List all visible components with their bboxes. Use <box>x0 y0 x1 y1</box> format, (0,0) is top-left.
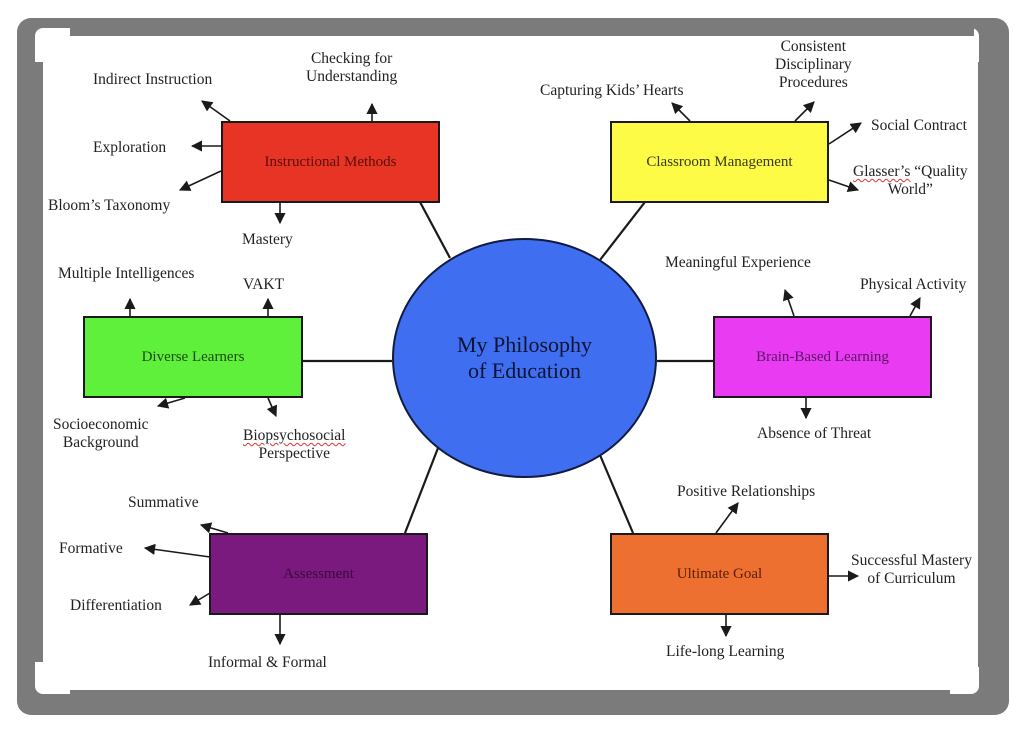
leaf-formative: Formative <box>59 540 123 557</box>
central-topic-line2: of Education <box>467 358 582 383</box>
arrow <box>909 297 921 317</box>
leaf-line: Disciplinary <box>775 56 852 73</box>
arrow <box>715 502 739 534</box>
leaf-checking-for-understanding: Checking for Understanding <box>306 50 397 86</box>
arrow <box>671 102 691 122</box>
leaf-line: Procedures <box>778 74 848 91</box>
leaf-life-long-learning: Life-long Learning <box>666 643 785 660</box>
arrow <box>794 101 815 122</box>
arrow <box>266 397 278 418</box>
leaf-consistent-disciplinary-procedures: Consistent Disciplinary Procedures <box>775 38 852 92</box>
leaf-physical-activity: Physical Activity <box>860 276 967 293</box>
node-label: Diverse Learners <box>141 348 245 365</box>
arrow <box>199 522 229 534</box>
leaf-successful-mastery-of-curriculum: Successful Mastery of Curriculum <box>851 552 972 588</box>
arrow <box>783 288 795 317</box>
arrow <box>178 170 222 191</box>
spoke-classroom <box>599 201 646 261</box>
arrow <box>828 122 862 145</box>
leaf-differentiation: Differentiation <box>70 597 162 614</box>
leaf-line: Perspective <box>258 445 330 462</box>
leaf-line: Background <box>62 434 139 451</box>
leaf-line: “Quality <box>910 163 968 180</box>
leaf-biopsychosocial-perspective: Biopsychosocial Perspective <box>243 427 345 463</box>
node-label: Brain-Based Learning <box>756 348 889 365</box>
leaf-summative: Summative <box>128 494 199 511</box>
frame-notch <box>35 62 43 662</box>
leaf-line: Glasser’s <box>853 163 911 180</box>
leaf-line: Biopsychosocial <box>243 427 346 444</box>
leaf-line: Understanding <box>306 68 398 85</box>
arrow <box>156 397 186 409</box>
leaf-line: Checking for <box>310 50 393 67</box>
arrow <box>828 179 860 193</box>
leaf-positive-relationships: Positive Relationships <box>677 483 816 500</box>
leaf-informal-and-formal: Informal & Formal <box>208 654 327 671</box>
leaf-capturing-kids-hearts: Capturing Kids’ Hearts <box>540 82 684 99</box>
leaf-socioeconomic-background: Socioeconomic Background <box>53 416 149 452</box>
spoke-assessment <box>403 447 440 534</box>
leaf-multiple-intelligences: Multiple Intelligences <box>58 265 195 282</box>
node-brain-based-learning: Brain-Based Learning <box>713 316 932 398</box>
leaf-vakt: VAKT <box>243 276 285 293</box>
node-label: Assessment <box>283 565 354 582</box>
node-classroom-management: Classroom Management <box>610 121 829 203</box>
frame-right-edge <box>978 62 1009 667</box>
leaf-line: World” <box>887 181 933 198</box>
arrow <box>201 100 231 122</box>
node-label: Instructional Methods <box>264 153 397 170</box>
central-topic: My Philosophy of Education <box>392 238 657 478</box>
frame-notch <box>70 28 974 36</box>
central-topic-line1: My Philosophy <box>456 332 593 357</box>
leaf-absence-of-threat: Absence of Threat <box>757 425 872 442</box>
leaf-social-contract: Social Contract <box>871 117 967 134</box>
spoke-goal <box>598 454 635 534</box>
leaf-line: Successful Mastery <box>851 552 972 569</box>
node-label: Classroom Management <box>646 153 793 170</box>
leaf-line: of Curriculum <box>867 570 956 587</box>
leaf-glassers-quality-world: Glasser’s “Quality World” <box>853 163 968 199</box>
leaf-line: Socioeconomic <box>53 416 149 433</box>
leaf-blooms-taxonomy: Bloom’s Taxonomy <box>48 197 171 214</box>
arrow <box>189 592 211 606</box>
node-label: Ultimate Goal <box>676 565 763 582</box>
spoke-instructional <box>419 201 451 259</box>
node-assessment: Assessment <box>209 533 428 615</box>
leaf-meaningful-experience: Meaningful Experience <box>665 254 811 271</box>
node-diverse-learners: Diverse Learners <box>83 316 303 398</box>
leaf-mastery: Mastery <box>242 231 293 248</box>
node-ultimate-goal: Ultimate Goal <box>610 533 829 615</box>
leaf-indirect-instruction: Indirect Instruction <box>93 71 213 88</box>
leaf-exploration: Exploration <box>93 139 167 156</box>
arrow <box>143 543 211 558</box>
frame-notch <box>70 690 950 695</box>
node-instructional-methods: Instructional Methods <box>221 121 440 203</box>
leaf-line: Consistent <box>780 38 847 55</box>
